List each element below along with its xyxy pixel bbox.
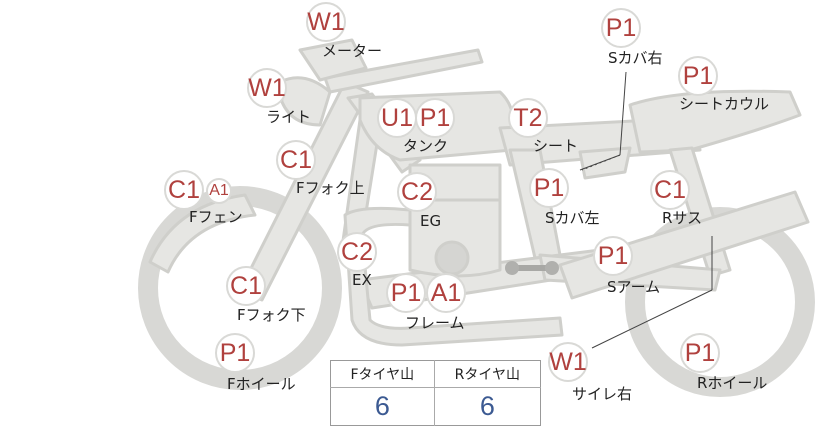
side-cover-right-shape: [578, 146, 632, 180]
front-tread-header: Fタイヤ山: [330, 360, 435, 388]
badge-r-wheel-p1: P1: [680, 333, 720, 373]
badge-seat-cowl-p1: P1: [678, 56, 718, 96]
label-light: ライト: [266, 108, 312, 126]
leader-silencer-2: [591, 289, 713, 349]
label-seat: シート: [533, 137, 579, 155]
exhaust-shape: [343, 206, 564, 347]
badge-light-w1: W1: [247, 68, 287, 108]
light-shape: [278, 76, 332, 127]
chain-end-left: [505, 261, 519, 275]
label-tank: タンク: [403, 137, 449, 155]
badge-f-fork-lower-c1: C1: [226, 266, 266, 306]
meter-shape: [298, 38, 368, 82]
label-r-wheel: Rホイール: [697, 374, 768, 392]
leader-s-cover-right: [619, 71, 627, 156]
leader-s-cover-right-dash: [581, 154, 621, 171]
badge-s-cover-right-p1: P1: [601, 8, 641, 48]
label-s-cover-right: Sカバ右: [608, 49, 663, 67]
label-frame: フレーム: [405, 314, 465, 332]
badge-exhaust-c2: C2: [337, 232, 377, 272]
label-swingarm: Sアーム: [607, 278, 661, 296]
badge-f-fender-a1: A1: [206, 178, 232, 204]
badge-f-wheel-p1: P1: [215, 333, 255, 373]
rear-frame-shape: [508, 148, 562, 260]
front-tread-value: 6: [374, 391, 390, 421]
badge-f-fender-c1: C1: [164, 170, 204, 210]
label-meter: メーター: [322, 42, 383, 60]
badge-r-suspension-c1: C1: [650, 170, 690, 210]
engine-cover-shape: [434, 240, 470, 276]
badge-tank-u1: U1: [377, 98, 417, 138]
label-engine: EG: [420, 212, 442, 230]
tread-depth-table: Fタイヤ山 Rタイヤ山 6 6: [330, 360, 541, 426]
front-fender-shape: [148, 193, 257, 274]
front-fork-shape: [238, 80, 370, 302]
badge-s-cover-left-p1: P1: [529, 168, 569, 208]
badge-silencer-right-w1: W1: [548, 342, 588, 382]
label-seat-cowl: シートカウル: [679, 95, 770, 113]
rear-tread-value: 6: [433, 387, 541, 426]
label-exhaust: EX: [352, 271, 372, 289]
badge-tank-p1: P1: [415, 98, 455, 138]
label-f-fork-upper: Fフォク上: [296, 179, 365, 197]
badge-swingarm-p1: P1: [593, 236, 633, 276]
badge-frame-a1: A1: [426, 273, 466, 313]
badge-engine-c2: C2: [397, 172, 437, 212]
label-r-suspension: Rサス: [662, 209, 703, 227]
chain-end-right: [545, 261, 559, 275]
engine-lower-shape: [408, 198, 502, 278]
label-f-fork-lower: Fフォク下: [237, 306, 306, 324]
label-silencer-right: サイレ右: [572, 385, 633, 403]
rear-tread-header: Rタイヤ山: [433, 360, 541, 388]
label-f-fender: Fフェン: [189, 208, 243, 226]
badge-frame-p1: P1: [386, 273, 426, 313]
badge-f-fork-upper-c1: C1: [276, 140, 316, 180]
badge-meter-w1: W1: [306, 2, 346, 42]
badge-seat-t2: T2: [508, 98, 548, 138]
handlebar-shape: [323, 48, 484, 94]
label-s-cover-left: Sカバ左: [545, 209, 600, 227]
label-f-wheel: Fホイール: [227, 375, 296, 393]
seat-cowl-shape: [628, 89, 802, 154]
